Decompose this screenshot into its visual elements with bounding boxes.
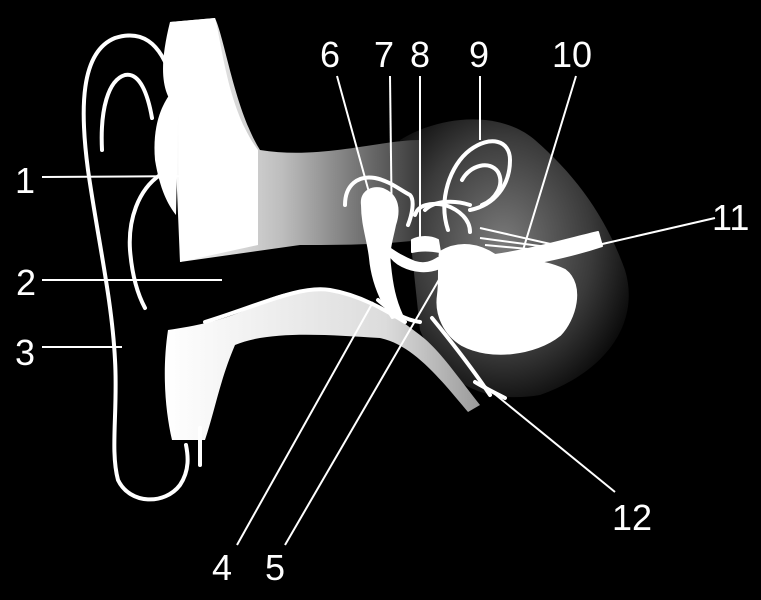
leader-4: [236, 301, 374, 546]
label-5: 5: [265, 547, 285, 588]
stapes: [411, 236, 441, 253]
leader-12: [479, 381, 616, 493]
label-4: 4: [212, 547, 232, 588]
canal-wall-line: [203, 287, 407, 324]
label-12: 12: [612, 497, 652, 538]
leader-5: [284, 277, 441, 546]
label-1: 1: [15, 160, 35, 201]
helix-outline: [81, 33, 190, 502]
leader-1: [41, 175, 199, 178]
label-6: 6: [320, 34, 340, 75]
leader-6: [336, 75, 371, 197]
leader-lines: [41, 75, 716, 546]
label-9: 9: [469, 34, 489, 75]
eardrum: [376, 298, 422, 324]
label-10: 10: [552, 34, 592, 75]
antihelix: [154, 85, 178, 215]
label-3: 3: [15, 332, 35, 373]
antihelix-outline: [99, 72, 154, 152]
label-8: 8: [410, 34, 430, 75]
label-2: 2: [16, 262, 36, 303]
tympanic-cavity-outline: [343, 175, 415, 227]
crus-outline: [127, 173, 162, 310]
leader-10: [519, 75, 577, 261]
label-7: 7: [374, 34, 394, 75]
label-11: 11: [712, 197, 749, 238]
leader-7: [389, 75, 393, 239]
concha: [163, 18, 258, 262]
leader-11: [597, 217, 716, 246]
ear-canal-lower: [164, 289, 481, 440]
number-labels: 1 2 3 4 5 6 7 8 9 10 11 12: [15, 34, 749, 588]
